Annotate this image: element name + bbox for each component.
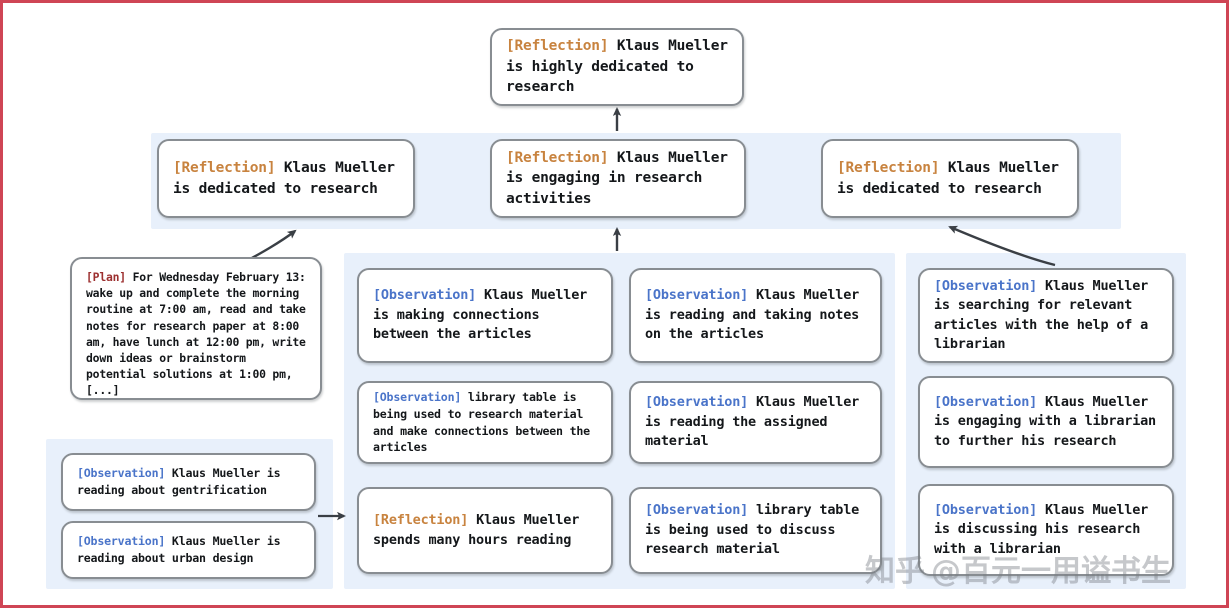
node-text: [Observation] Klaus Mueller is making co… <box>359 286 611 345</box>
node-text: [Reflection] Klaus Mueller is engaging i… <box>492 148 744 210</box>
node-body: Klaus Mueller is discussing his research… <box>934 501 1149 557</box>
node-column-left-3[interactable]: [Reflection] Klaus Mueller spends many h… <box>357 487 613 574</box>
node-body: Klaus Mueller is dedicated to research <box>173 160 395 197</box>
node-text: [Observation] Klaus Mueller is engaging … <box>920 393 1172 452</box>
tag-observation: [Observation] <box>373 390 462 405</box>
node-column-right-1[interactable]: [Observation] Klaus Mueller is searching… <box>918 268 1174 363</box>
node-column-right-2[interactable]: [Observation] Klaus Mueller is engaging … <box>918 376 1174 468</box>
node-text: [Reflection] Klaus Mueller is highly ded… <box>492 36 742 98</box>
tag-observation: [Observation] <box>77 534 166 549</box>
tag-observation: [Observation] <box>77 466 166 481</box>
node-level2-left[interactable]: [Reflection] Klaus Mueller is dedicated … <box>157 139 415 218</box>
node-body: Klaus Mueller is dedicated to research <box>837 160 1059 197</box>
node-body: Klaus Mueller is making connections betw… <box>373 287 588 343</box>
node-left-observation-1[interactable]: [Observation] Klaus Mueller is reading a… <box>61 453 316 511</box>
node-body: Klaus Mueller is highly dedicated to res… <box>506 38 728 96</box>
node-body: Klaus Mueller is engaging in research ac… <box>506 149 728 207</box>
node-body: Klaus Mueller spends many hours reading <box>373 512 580 548</box>
node-body: Klaus Mueller is reading and taking note… <box>645 287 860 343</box>
node-text: [Reflection] Klaus Mueller is dedicated … <box>159 158 413 199</box>
node-body: Klaus Mueller is reading the assigned ma… <box>645 394 860 450</box>
node-column-center-2[interactable]: [Observation] Klaus Mueller is reading t… <box>629 381 882 464</box>
node-column-center-3[interactable]: [Observation] library table is being use… <box>629 487 882 574</box>
node-text: [Reflection] Klaus Mueller spends many h… <box>359 511 611 550</box>
node-text: [Observation] Klaus Mueller is reading a… <box>631 286 880 345</box>
tag-observation: [Observation] <box>934 501 1038 518</box>
tag-observation: [Observation] <box>645 394 749 411</box>
node-text: [Observation] library table is being use… <box>359 389 611 455</box>
tag-reflection: [Reflection] <box>373 512 469 528</box>
node-body: library table is being used to discuss r… <box>645 502 860 558</box>
node-column-left-2[interactable]: [Observation] library table is being use… <box>357 381 613 464</box>
tag-observation: [Observation] <box>373 287 477 304</box>
tag-observation: [Observation] <box>645 502 749 519</box>
node-body: For Wednesday February 13: wake up and c… <box>86 270 306 398</box>
node-level2-right[interactable]: [Reflection] Klaus Mueller is dedicated … <box>821 139 1079 218</box>
tag-observation: [Observation] <box>645 287 749 304</box>
node-text: [Observation] Klaus Mueller is searching… <box>920 277 1172 355</box>
tag-reflection: [Reflection] <box>506 149 609 166</box>
node-text: [Reflection] Klaus Mueller is dedicated … <box>823 158 1077 199</box>
tag-reflection: [Reflection] <box>837 160 940 176</box>
node-body: Klaus Mueller is searching for relevant … <box>934 277 1149 353</box>
node-body: Klaus Mueller is reading about urban des… <box>77 534 281 565</box>
node-left-observation-2[interactable]: [Observation] Klaus Mueller is reading a… <box>61 521 316 579</box>
node-plan[interactable]: [Plan] For Wednesday February 13: wake u… <box>70 257 322 400</box>
node-text: [Plan] For Wednesday February 13: wake u… <box>72 259 320 399</box>
node-root-reflection[interactable]: [Reflection] Klaus Mueller is highly ded… <box>490 28 744 106</box>
node-column-center-1[interactable]: [Observation] Klaus Mueller is reading a… <box>629 268 882 363</box>
node-text: [Observation] Klaus Mueller is reading t… <box>631 393 880 452</box>
node-text: [Observation] Klaus Mueller is reading a… <box>63 533 314 566</box>
node-body: library table is being used to research … <box>373 390 590 455</box>
node-level2-center[interactable]: [Reflection] Klaus Mueller is engaging i… <box>490 139 746 218</box>
tag-reflection: [Reflection] <box>506 38 609 55</box>
tag-plan: [Plan] <box>86 270 126 284</box>
node-body: Klaus Mueller is engaging with a librari… <box>934 393 1156 449</box>
tag-observation: [Observation] <box>934 393 1038 410</box>
node-text: [Observation] Klaus Mueller is discussin… <box>920 501 1172 560</box>
tag-observation: [Observation] <box>934 277 1038 294</box>
node-text: [Observation] library table is being use… <box>631 501 880 560</box>
node-body: Klaus Mueller is reading about gentrific… <box>77 466 281 497</box>
node-text: [Observation] Klaus Mueller is reading a… <box>63 465 314 498</box>
node-column-left-1[interactable]: [Observation] Klaus Mueller is making co… <box>357 268 613 363</box>
node-column-right-3[interactable]: [Observation] Klaus Mueller is discussin… <box>918 484 1174 576</box>
tag-reflection: [Reflection] <box>173 160 276 176</box>
